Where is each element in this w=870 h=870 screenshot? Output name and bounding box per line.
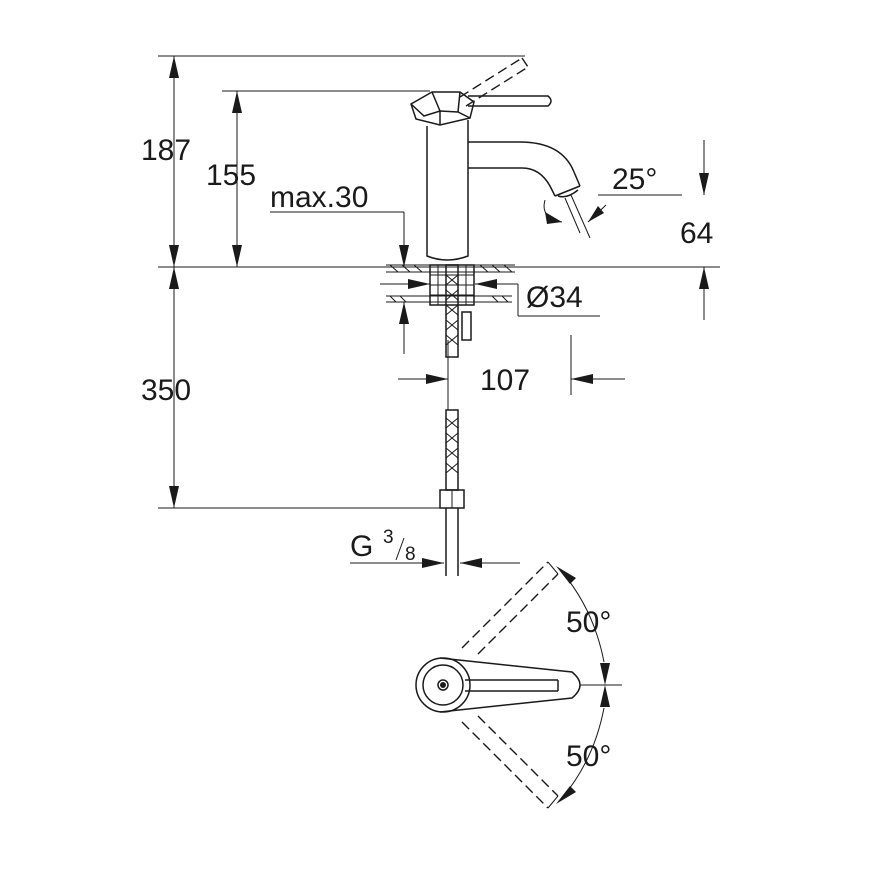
head-circle xyxy=(415,657,471,713)
lever-rotated-front xyxy=(461,715,559,809)
lever-alternate-position xyxy=(459,57,529,107)
label-thread-g: G xyxy=(350,530,373,563)
label-diameter-34: Ø34 xyxy=(526,281,583,314)
reference-lines xyxy=(158,55,720,509)
label-187: 187 xyxy=(141,134,191,167)
label-max30: max.30 xyxy=(270,181,368,214)
dimension-max30: max.30 xyxy=(270,181,409,354)
mounting-shank xyxy=(429,264,475,306)
dimension-diameter-34: Ø34 xyxy=(380,279,600,317)
label-64: 64 xyxy=(680,217,713,250)
label-25-degrees: 25° xyxy=(612,163,657,196)
spout xyxy=(468,141,581,234)
dimension-155: 155 xyxy=(206,91,256,267)
label-155: 155 xyxy=(206,159,256,192)
lever-rotated-back xyxy=(461,561,559,655)
dimension-350: 350 xyxy=(141,267,191,508)
dimension-64: 64 xyxy=(680,140,713,320)
lever-handle xyxy=(468,95,552,107)
hose-upper xyxy=(445,264,472,358)
angle-dimension-front: 50° xyxy=(556,685,611,804)
dimension-107: 107 xyxy=(398,335,625,410)
dimension-187: 187 xyxy=(141,56,191,267)
label-thread-denominator: 8 xyxy=(405,544,416,565)
faucet-body xyxy=(426,120,469,261)
dimension-25-degrees: 25° xyxy=(543,163,657,239)
label-angle-back: 50° xyxy=(566,606,611,639)
label-107: 107 xyxy=(480,364,530,397)
hose-lower xyxy=(445,409,459,491)
cartridge-head xyxy=(410,91,475,126)
angle-dimension-back: 50° xyxy=(556,566,611,685)
label-350: 350 xyxy=(141,374,191,407)
lever-top xyxy=(439,657,581,713)
hose-nut xyxy=(439,489,465,576)
faucet-top-view: 50° 50° xyxy=(415,561,622,809)
faucet-side-view xyxy=(386,57,581,576)
label-thread-numerator: 3 xyxy=(383,527,394,548)
label-angle-front: 50° xyxy=(566,740,611,773)
dimension-thread-g38: G 3 8 xyxy=(350,527,520,568)
